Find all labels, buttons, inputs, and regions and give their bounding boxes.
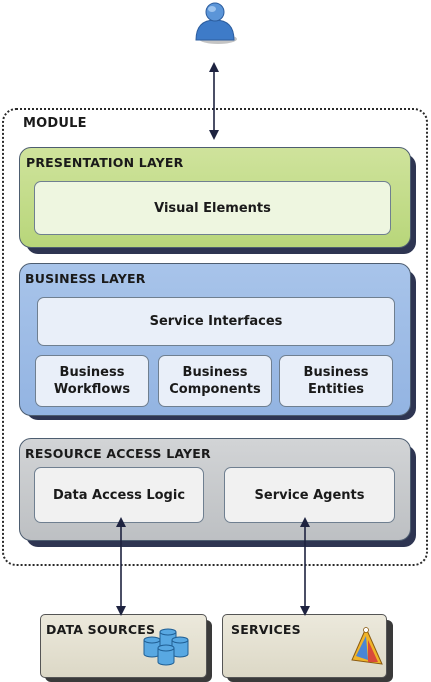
business-workflows-box: Business Workflows — [35, 355, 149, 407]
business-workflows-line1: Business — [59, 365, 125, 380]
module-label: MODULE — [23, 116, 87, 131]
business-entities-line1: Business — [303, 365, 369, 380]
business-components-line2: Components — [169, 382, 261, 397]
business-components-box: Business Components — [158, 355, 272, 407]
service-interfaces-box: Service Interfaces — [37, 297, 395, 346]
business-entities-line2: Entities — [307, 382, 365, 397]
data-access-logic-box: Data Access Logic — [34, 467, 204, 523]
resource-access-layer-title: RESOURCE ACCESS LAYER — [25, 446, 211, 461]
database-icon — [143, 628, 189, 666]
business-workflows-line2: Workflows — [53, 382, 131, 397]
presentation-layer-title: PRESENTATION LAYER — [26, 155, 184, 170]
data-sources-title: DATA SOURCES — [46, 622, 156, 637]
business-layer-title: BUSINESS LAYER — [25, 271, 146, 286]
services-title: SERVICES — [231, 622, 301, 637]
business-entities-box: Business Entities — [279, 355, 393, 407]
service-icon — [351, 626, 383, 665]
service-agents-box: Service Agents — [224, 467, 395, 523]
visual-elements-box: Visual Elements — [34, 181, 391, 235]
business-components-line1: Business — [182, 365, 248, 380]
user-icon — [195, 2, 237, 44]
